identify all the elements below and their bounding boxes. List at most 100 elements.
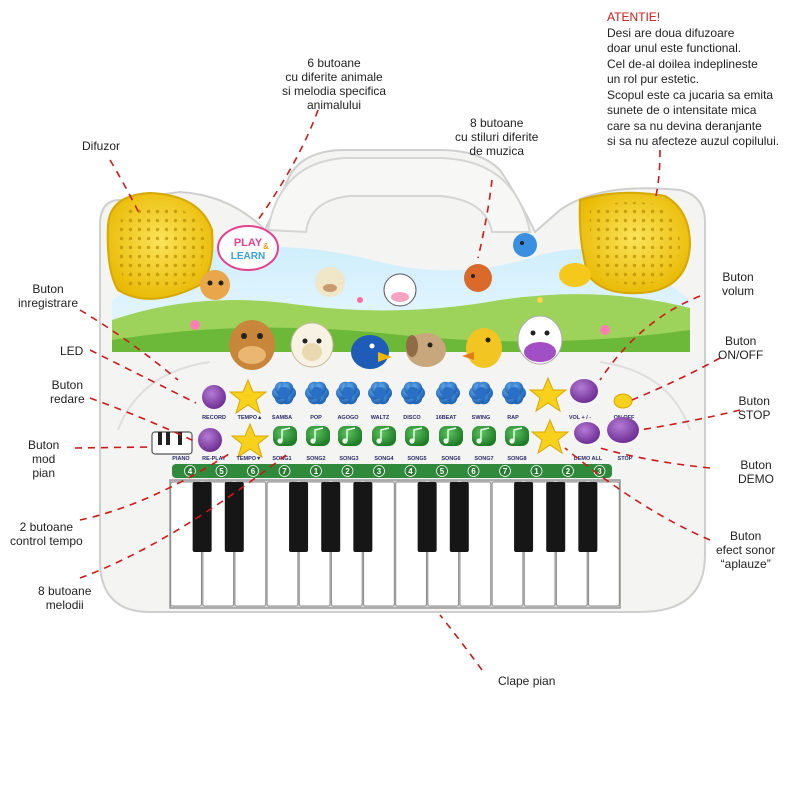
black-key[interactable] bbox=[192, 482, 212, 552]
animal-button-sheep[interactable] bbox=[290, 322, 334, 368]
logo-learn-text: LEARN bbox=[231, 251, 265, 262]
stop-button[interactable] bbox=[607, 417, 639, 443]
music-style-button[interactable] bbox=[502, 381, 526, 405]
row1-label: SAMBA bbox=[272, 415, 292, 421]
song-button[interactable] bbox=[439, 426, 463, 446]
row2-label: PIANO bbox=[172, 456, 190, 462]
warning-title: ATENTIE! bbox=[607, 10, 661, 24]
row2-label: SONG1 bbox=[272, 456, 291, 462]
warning-note: ATENTIE! Desi are doua difuzoare doar un… bbox=[607, 10, 779, 150]
warning-line: Desi are doua difuzoare bbox=[607, 25, 735, 40]
note-number-strip bbox=[172, 464, 612, 478]
animal-button-duck[interactable] bbox=[462, 328, 502, 368]
strip-number: 2 bbox=[345, 467, 350, 476]
logo-play-text: PLAY bbox=[234, 237, 263, 249]
animal-buttons bbox=[229, 315, 563, 370]
music-style-button[interactable] bbox=[401, 381, 425, 405]
callout-piano-mode: Buton mod pian bbox=[28, 438, 60, 480]
demo-button[interactable] bbox=[574, 422, 600, 444]
music-style-button[interactable] bbox=[336, 381, 360, 405]
callout-volume: Buton volum bbox=[722, 270, 755, 298]
callout-animal-buttons: 6 butoane cu diferite animale si melodia… bbox=[282, 56, 387, 112]
music-style-button[interactable] bbox=[272, 381, 296, 405]
row1-label: SWING bbox=[472, 415, 491, 421]
row2-label: SONG8 bbox=[507, 456, 526, 462]
music-style-button[interactable] bbox=[368, 381, 392, 405]
strip-number: 1 bbox=[534, 467, 539, 476]
song-buttons bbox=[273, 426, 529, 446]
strip-number: 7 bbox=[503, 467, 508, 476]
strip-number: 5 bbox=[440, 467, 445, 476]
applause-star-top[interactable] bbox=[528, 376, 568, 413]
black-key[interactable] bbox=[321, 482, 341, 552]
row2-label: SONG6 bbox=[441, 456, 460, 462]
song-button[interactable] bbox=[472, 426, 496, 446]
warning-line: Cel de-al doilea indeplineste bbox=[607, 56, 758, 71]
strip-number: 6 bbox=[471, 467, 476, 476]
song-button[interactable] bbox=[505, 426, 529, 446]
replay-button[interactable] bbox=[198, 428, 222, 452]
warning-line: sunete de o intensitate mica bbox=[607, 103, 757, 117]
volume-button[interactable] bbox=[570, 379, 598, 403]
callout-piano-keys: Clape pian bbox=[498, 674, 556, 688]
tempo-down-button[interactable] bbox=[230, 422, 270, 459]
black-key[interactable] bbox=[417, 482, 437, 552]
song-button[interactable] bbox=[372, 426, 396, 446]
song-button[interactable] bbox=[405, 426, 429, 446]
callout-stop: Buton STOP bbox=[738, 394, 771, 422]
piano-mode-button[interactable] bbox=[151, 431, 193, 455]
strip-number: 4 bbox=[188, 467, 193, 476]
black-key[interactable] bbox=[514, 482, 534, 552]
strip-number: 5 bbox=[219, 467, 224, 476]
callout-music-styles: 8 butoane cu stiluri diferite de muzica bbox=[455, 116, 539, 158]
row2-label: RE-PLAY bbox=[202, 456, 226, 462]
black-key[interactable] bbox=[224, 482, 244, 552]
song-button[interactable] bbox=[273, 426, 297, 446]
song-button[interactable] bbox=[306, 426, 330, 446]
callout-demo: Buton DEMO bbox=[738, 458, 774, 486]
row2-label: SONG5 bbox=[407, 456, 426, 462]
play-learn-logo: PLAY & LEARN bbox=[217, 225, 279, 271]
warning-line: si sa nu afecteze auzul copilului. bbox=[607, 134, 780, 148]
animal-button-dog[interactable] bbox=[406, 333, 446, 367]
music-style-button[interactable] bbox=[305, 381, 329, 405]
music-style-button[interactable] bbox=[436, 381, 460, 405]
row1-label: RECORD bbox=[202, 415, 226, 421]
callout-on-off: Buton ON/OFF bbox=[718, 334, 764, 362]
callout-tempo: 2 butoane control tempo bbox=[10, 520, 83, 548]
callout-record: Buton inregistrare bbox=[18, 282, 79, 310]
strip-number: 2 bbox=[566, 467, 571, 476]
music-style-button[interactable] bbox=[469, 381, 493, 405]
record-button[interactable] bbox=[202, 385, 226, 409]
on-off-switch[interactable] bbox=[613, 393, 633, 409]
tempo-up-button[interactable] bbox=[228, 378, 268, 415]
black-key[interactable] bbox=[353, 482, 373, 552]
strip-number: 4 bbox=[408, 467, 413, 476]
black-key[interactable] bbox=[289, 482, 309, 552]
row2-label: SONG7 bbox=[474, 456, 493, 462]
strip-number: 3 bbox=[377, 467, 382, 476]
row2-label: SONG2 bbox=[306, 456, 325, 462]
animal-button-cow[interactable] bbox=[517, 315, 563, 365]
animal-button-bird[interactable] bbox=[351, 335, 392, 369]
strip-number: 6 bbox=[251, 467, 256, 476]
row1-label: TEMPO▲ bbox=[238, 415, 263, 421]
applause-star-bottom[interactable] bbox=[530, 418, 570, 455]
row1-label: POP bbox=[310, 415, 322, 421]
row1-label: RAP bbox=[507, 415, 519, 421]
warning-line: care sa nu devina deranjante bbox=[607, 118, 762, 133]
black-key[interactable] bbox=[449, 482, 469, 552]
strip-number: 1 bbox=[314, 467, 319, 476]
black-key[interactable] bbox=[546, 482, 566, 552]
black-key[interactable] bbox=[578, 482, 598, 552]
warning-line: un rol pur estetic. bbox=[607, 72, 700, 86]
row1-label: WALTZ bbox=[371, 415, 390, 421]
callout-replay: Buton redare bbox=[50, 378, 85, 406]
callout-applause: Buton efect sonor “aplauze” bbox=[716, 529, 776, 571]
music-style-buttons bbox=[272, 381, 526, 405]
song-button[interactable] bbox=[338, 426, 362, 446]
warning-line: doar unul este functional. bbox=[607, 41, 742, 55]
callout-songs: 8 butoane melodii bbox=[38, 584, 92, 612]
animal-button-horse[interactable] bbox=[229, 320, 275, 370]
